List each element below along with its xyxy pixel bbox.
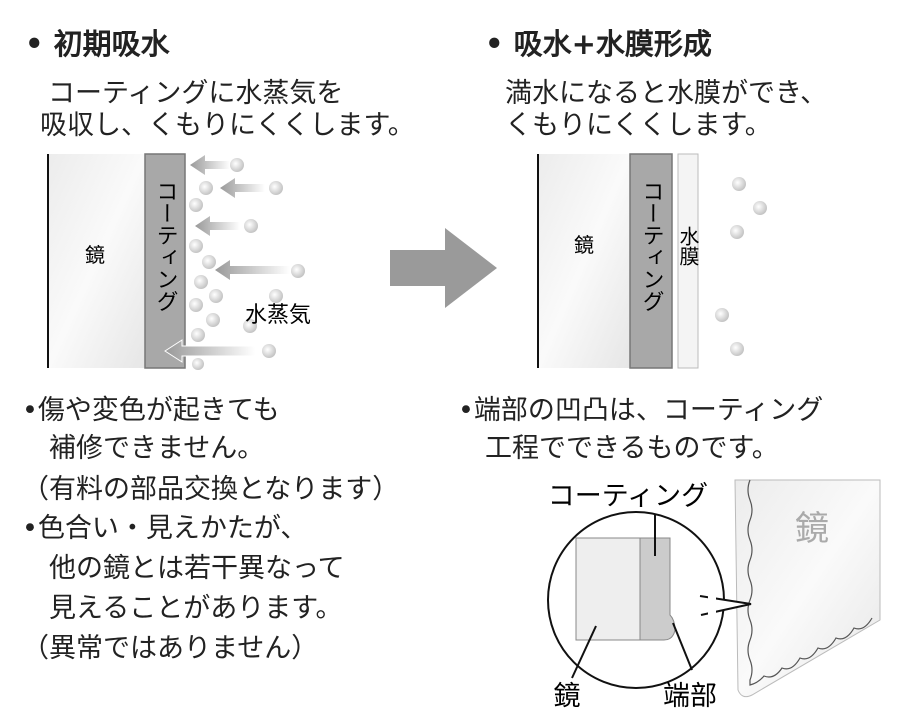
left-desc-2: 吸収し、くもりにくくします。 [40,110,415,141]
vapor-particles [715,177,767,356]
note-left: 見えることがあります。 [22,593,343,624]
left-diagram: 鏡 コーティング 水蒸気 [47,153,311,370]
mirror-block [48,154,145,368]
edge-detail-diagram: 鏡 コーティング 鏡 端部 [547,479,881,712]
vapor-arrows [164,155,290,363]
note-left: 補修できません。 [22,433,265,464]
mirror-label: 鏡 [574,233,594,257]
arrow [215,260,290,280]
detail-mirror-label: 鏡 [554,681,581,712]
arrow [220,178,265,198]
coating-label: コーティング [153,180,178,312]
left-desc-1: コーティングに水蒸気を [48,78,344,109]
arrow [164,339,256,363]
coating-layer [629,153,673,369]
note-right: 工程でできるものです。 [458,433,779,464]
detail-coating-label: コーティング [548,481,708,512]
panel-mirror-label: 鏡 [795,509,829,549]
coating-layer [144,153,186,369]
right-title: • 吸水+水膜形成 [485,27,712,61]
note-right: •端部の凹凸は、コーティング [458,395,824,426]
mirror-label: 鏡 [85,243,105,267]
note-left: （有料の部品交換となります） [22,474,400,505]
right-desc-1: 満水になると水膜ができ、 [505,78,828,109]
mirror-block [538,154,630,368]
vapor-particles [189,158,305,370]
transition-arrow-icon [390,228,497,308]
note-left: •傷や変色が起きても [22,395,280,426]
note-left: （異常ではありません） [22,633,319,664]
note-left: •色合い・見えかたが、 [22,513,308,544]
arrow [195,216,240,236]
detail-edge-label: 端部 [663,681,717,712]
vapor-label: 水蒸気 [245,303,311,328]
arrow [190,155,230,175]
water-film-label: 水膜 [676,226,700,266]
note-left: 他の鏡とは若干異なって [22,553,345,584]
coating-label: コーティング [639,180,664,312]
right-diagram: 鏡 コーティング 水膜 [537,153,767,369]
left-title: • 初期吸水 [25,27,170,61]
right-desc-2: くもりにくくします。 [505,110,772,141]
water-film-layer [677,153,699,369]
